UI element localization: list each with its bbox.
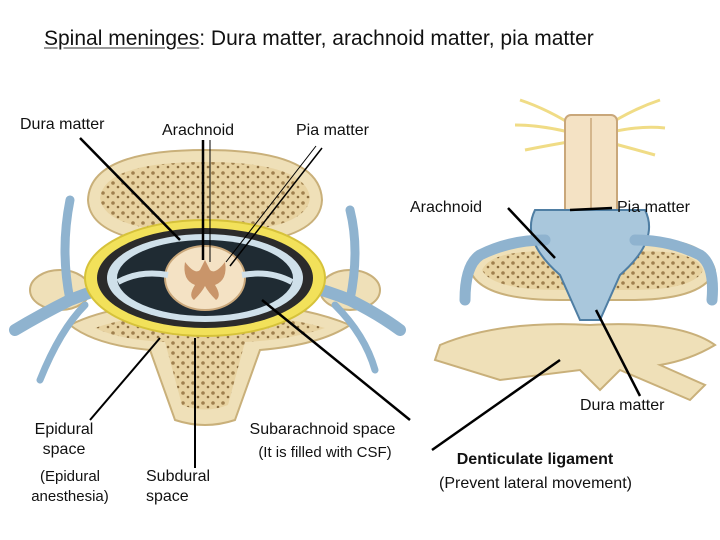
posterior-view-figure [435, 100, 715, 400]
label-subdural-line1: Subdural [146, 467, 210, 487]
label-subarachnoid-note: (It is filled with CSF) [240, 443, 410, 463]
label-epidural-line2: space [24, 440, 104, 460]
nerve-branch-right-up [350, 210, 355, 300]
cross-section-figure [15, 150, 400, 425]
label-denticulate-note: (Prevent lateral movement) [418, 474, 653, 494]
label-epidural-space: Epidural space [24, 420, 104, 460]
label-dura-left: Dura matter [20, 115, 104, 135]
label-subdural-line2: space [146, 487, 210, 507]
leader-epidural [90, 338, 160, 420]
nerve-branch-left-up [65, 200, 70, 300]
dura-sheath [531, 210, 649, 320]
label-dura-right: Dura matter [580, 396, 664, 416]
label-subarachnoid-space: Subarachnoid space [230, 420, 415, 440]
label-arachnoid-right: Arachnoid [410, 198, 482, 218]
label-arachnoid-top: Arachnoid [162, 121, 234, 141]
label-subdural-space: Subdural space [146, 467, 210, 507]
label-epidural-note-line2: anesthesia) [10, 487, 130, 507]
label-epidural-note-line1: (Epidural [10, 467, 130, 487]
label-epidural-line1: Epidural [24, 420, 104, 440]
label-denticulate-ligament: Denticulate ligament [425, 450, 645, 470]
label-pia-right: Pia matter [617, 198, 690, 218]
label-epidural-note: (Epidural anesthesia) [10, 467, 130, 507]
posterior-lamina [435, 324, 715, 400]
label-pia-top: Pia matter [296, 121, 369, 141]
